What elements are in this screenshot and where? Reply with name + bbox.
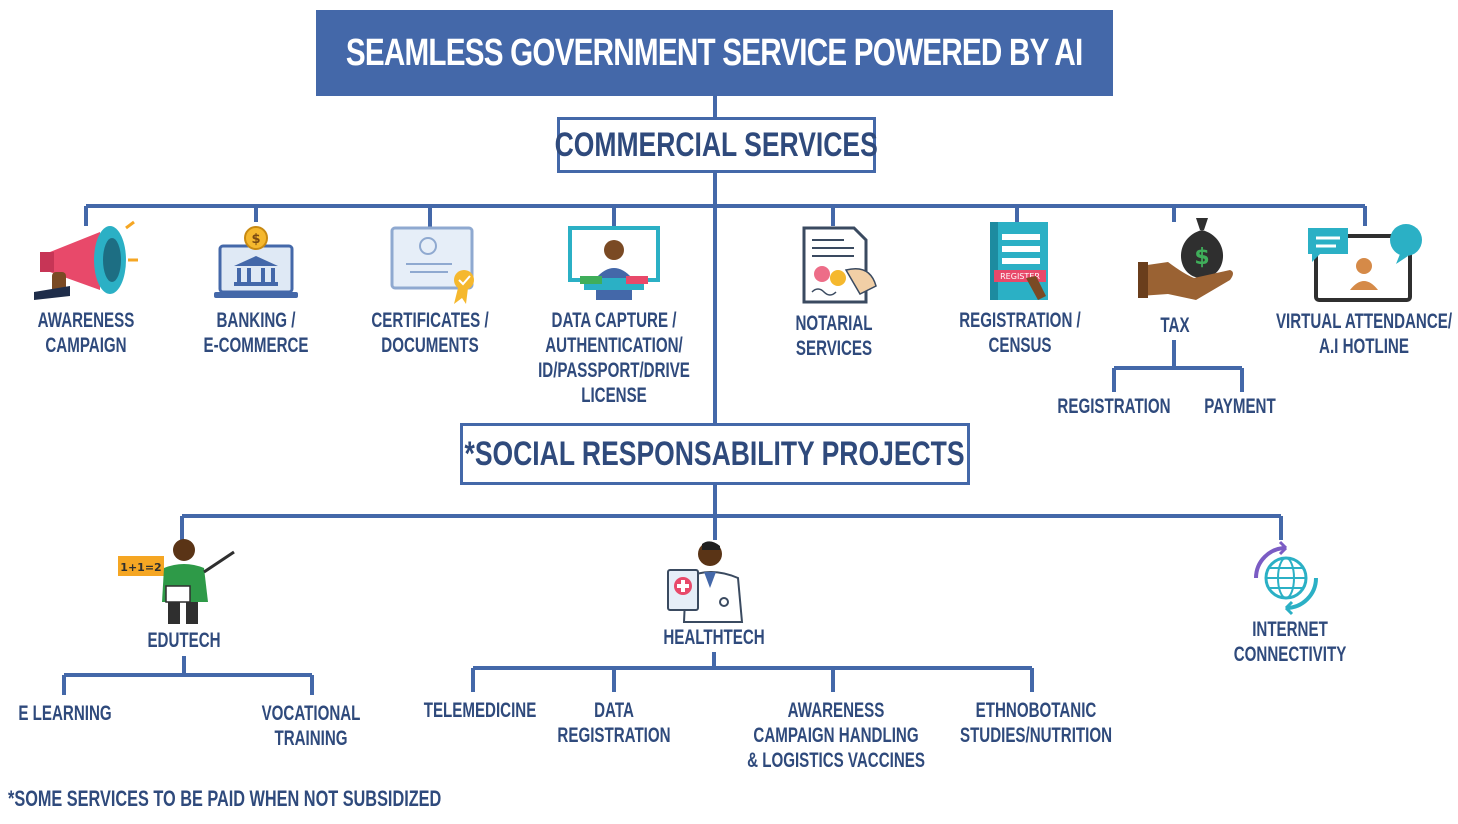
commercial-services-box: COMMERCIAL SERVICES: [554, 117, 879, 173]
label-tax: TAX: [1160, 314, 1190, 337]
video-chat-icon: [1308, 224, 1422, 302]
notary-document-icon: [802, 226, 877, 304]
doctor-icon: [667, 541, 744, 623]
label-registration-census: REGISTRATION /CENSUS: [959, 309, 1081, 357]
label-data-capture: DATA CAPTURE /AUTHENTICATION/ ID/PASSPOR…: [538, 309, 690, 407]
label-virtual-attendance: VIRTUAL ATTENDANCE/A.I HOTLINE: [1275, 310, 1453, 358]
money-bag-hand-icon: $: [1138, 218, 1233, 300]
label-healthtech: HEALTHTECH: [663, 626, 765, 649]
blackboard-equation: 1+1=2: [120, 561, 161, 574]
register-book-icon: REGISTER: [990, 222, 1048, 300]
certificate-icon: [390, 226, 474, 304]
label-e-learning: E LEARNING: [18, 702, 112, 725]
globe-connectivity-icon: [1254, 540, 1318, 616]
svg-text:$: $: [251, 232, 260, 247]
svg-text:$: $: [1194, 245, 1209, 270]
footnote: *SOME SERVICES TO BE PAID WHEN NOT SUBSI…: [8, 786, 442, 811]
label-certificates-documents: CERTIFICATES /DOCUMENTS: [371, 309, 489, 357]
megaphone-icon: [34, 220, 138, 300]
label-tax-registration: REGISTRATION: [1057, 395, 1171, 418]
social-projects-box: *SOCIAL RESPONSABILITY PROJECTS: [460, 423, 970, 485]
commercial-services-heading: COMMERCIAL SERVICES: [554, 125, 879, 164]
register-badge-text: REGISTER: [1000, 272, 1040, 281]
teacher-icon: 1+1=2: [118, 539, 235, 624]
id-capture-icon: [568, 226, 660, 300]
social-projects-heading: *SOCIAL RESPONSABILITY PROJECTS: [464, 434, 966, 473]
label-edutech: EDUTECH: [147, 629, 221, 652]
laptop-bank-icon: $: [214, 226, 298, 298]
main-title-banner: SEAMLESS GOVERNMENT SERVICE POWERED BY A…: [316, 10, 1113, 96]
main-title: SEAMLESS GOVERNMENT SERVICE POWERED BY A…: [346, 31, 1083, 74]
label-banking-ecommerce: BANKING /E-COMMERCE: [203, 309, 309, 357]
label-telemedicine: TELEMEDICINE: [423, 699, 537, 722]
label-tax-payment: PAYMENT: [1204, 395, 1276, 418]
